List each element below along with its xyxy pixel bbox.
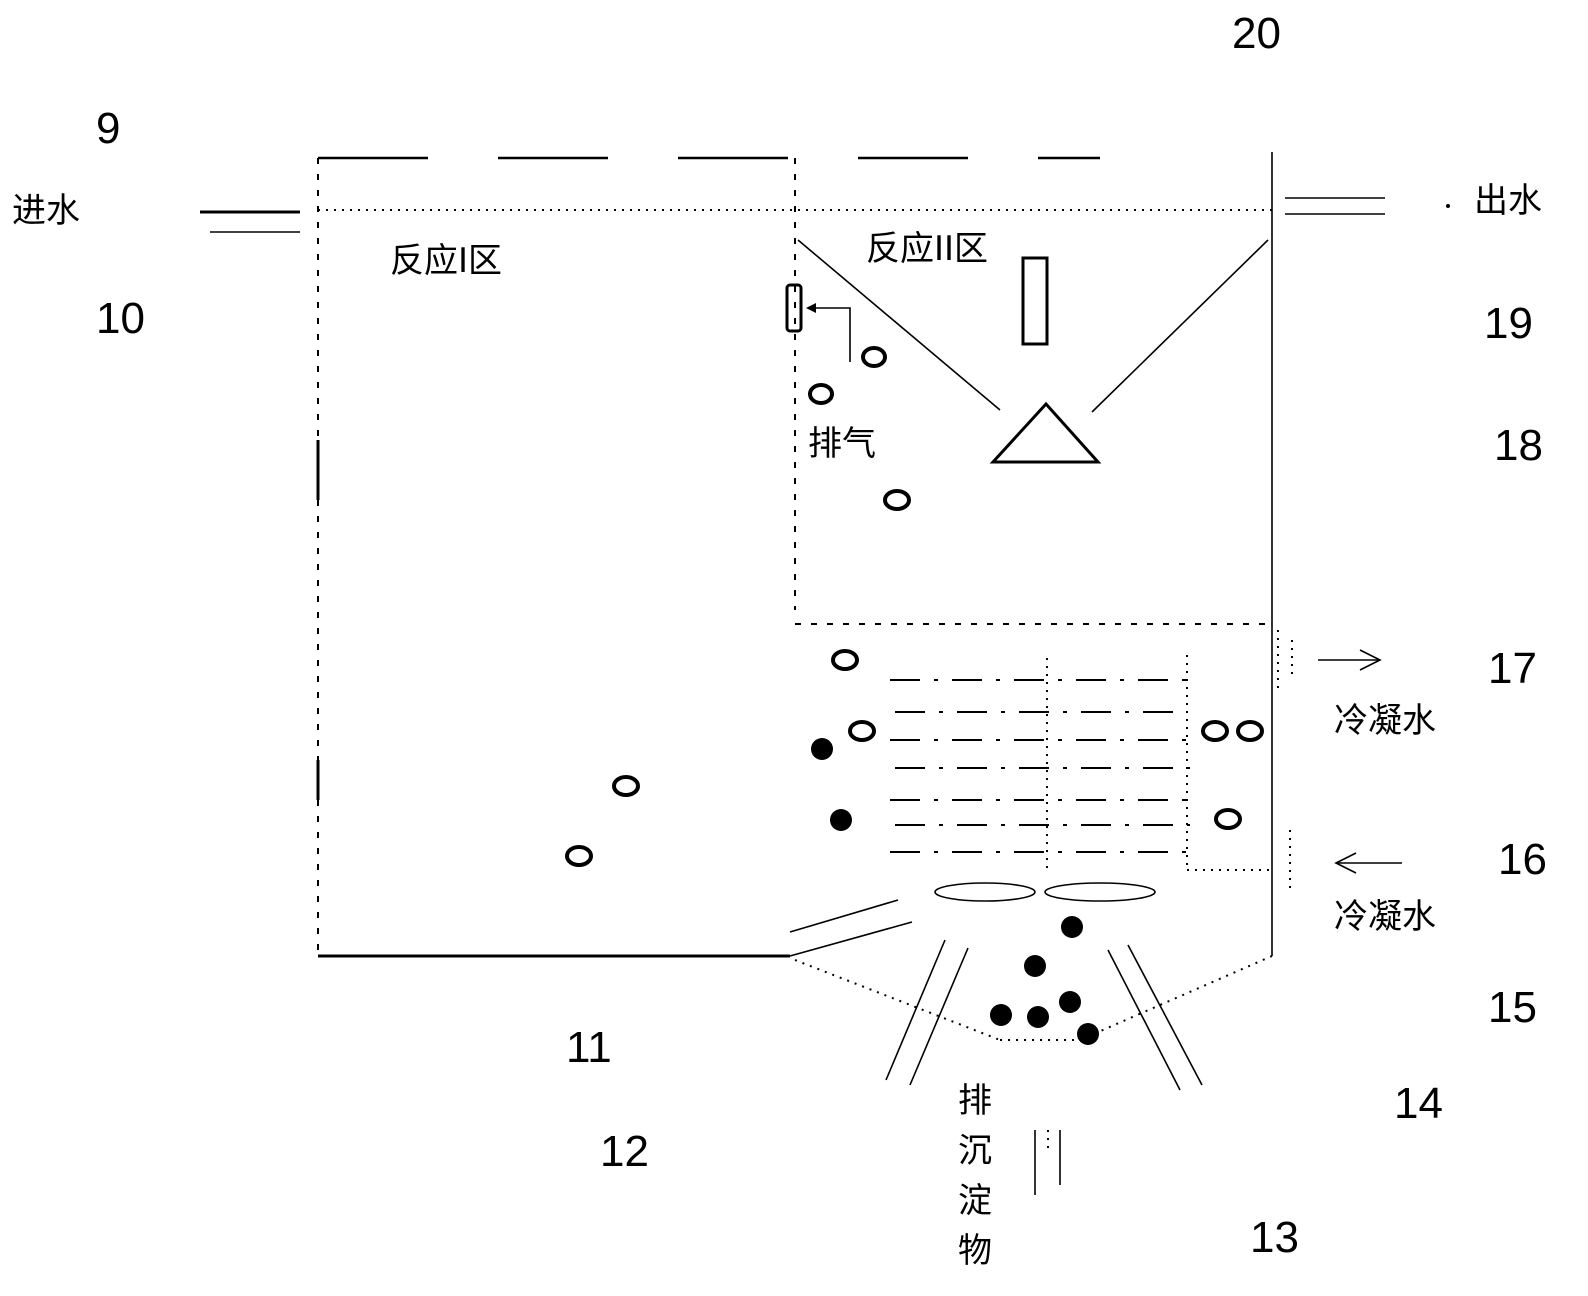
outlet-label: 出水 bbox=[1474, 181, 1542, 221]
ref-10: 10 bbox=[96, 294, 145, 343]
separator-baffle-right bbox=[1091, 239, 1269, 413]
inlet-label: 进水 bbox=[12, 191, 80, 231]
stirrer-blade-left bbox=[934, 882, 1036, 902]
ref-18: 18 bbox=[1494, 421, 1543, 470]
sediment-label-3: 淀 bbox=[958, 1181, 992, 1221]
exhaust-valve bbox=[785, 283, 803, 333]
sediment-label-1: 排 bbox=[958, 1081, 992, 1121]
ref-15: 15 bbox=[1488, 983, 1537, 1032]
exhaust-label: 排气 bbox=[808, 424, 876, 464]
sediment-label-4: 物 bbox=[958, 1231, 992, 1271]
inlet-pipe bbox=[200, 210, 300, 233]
condenser-section bbox=[795, 623, 1402, 902]
ref-16: 16 bbox=[1498, 835, 1547, 884]
stirrer-blade-right bbox=[1044, 882, 1156, 902]
zone2-structure bbox=[785, 158, 1269, 610]
gas-bubbles bbox=[565, 346, 1264, 867]
exhaust-line bbox=[812, 307, 851, 362]
separator-cone bbox=[989, 401, 1102, 464]
ref-12: 12 bbox=[600, 1127, 649, 1176]
zone2-label: 反应II区 bbox=[866, 229, 988, 269]
condensate-in-label: 冷凝水 bbox=[1334, 897, 1436, 937]
hopper bbox=[789, 899, 1273, 1195]
ref-17: 17 bbox=[1488, 644, 1537, 693]
outlet-pipe bbox=[1285, 197, 1450, 215]
ref-14: 14 bbox=[1394, 1079, 1443, 1128]
condensate-out-label: 冷凝水 bbox=[1334, 701, 1436, 741]
separator-baffle-left bbox=[797, 239, 1001, 411]
zone1-label: 反应I区 bbox=[390, 241, 502, 281]
gas-collector bbox=[1021, 256, 1049, 346]
sediment-label-2: 沉 bbox=[958, 1131, 992, 1171]
tank-outline bbox=[316, 152, 1273, 958]
ref-20: 20 bbox=[1232, 9, 1281, 58]
sediment-particles bbox=[811, 738, 1099, 1045]
ref-11: 11 bbox=[566, 1023, 612, 1072]
ref-9: 9 bbox=[96, 104, 120, 153]
ref-19: 19 bbox=[1484, 299, 1533, 348]
ref-13: 13 bbox=[1250, 1213, 1299, 1262]
